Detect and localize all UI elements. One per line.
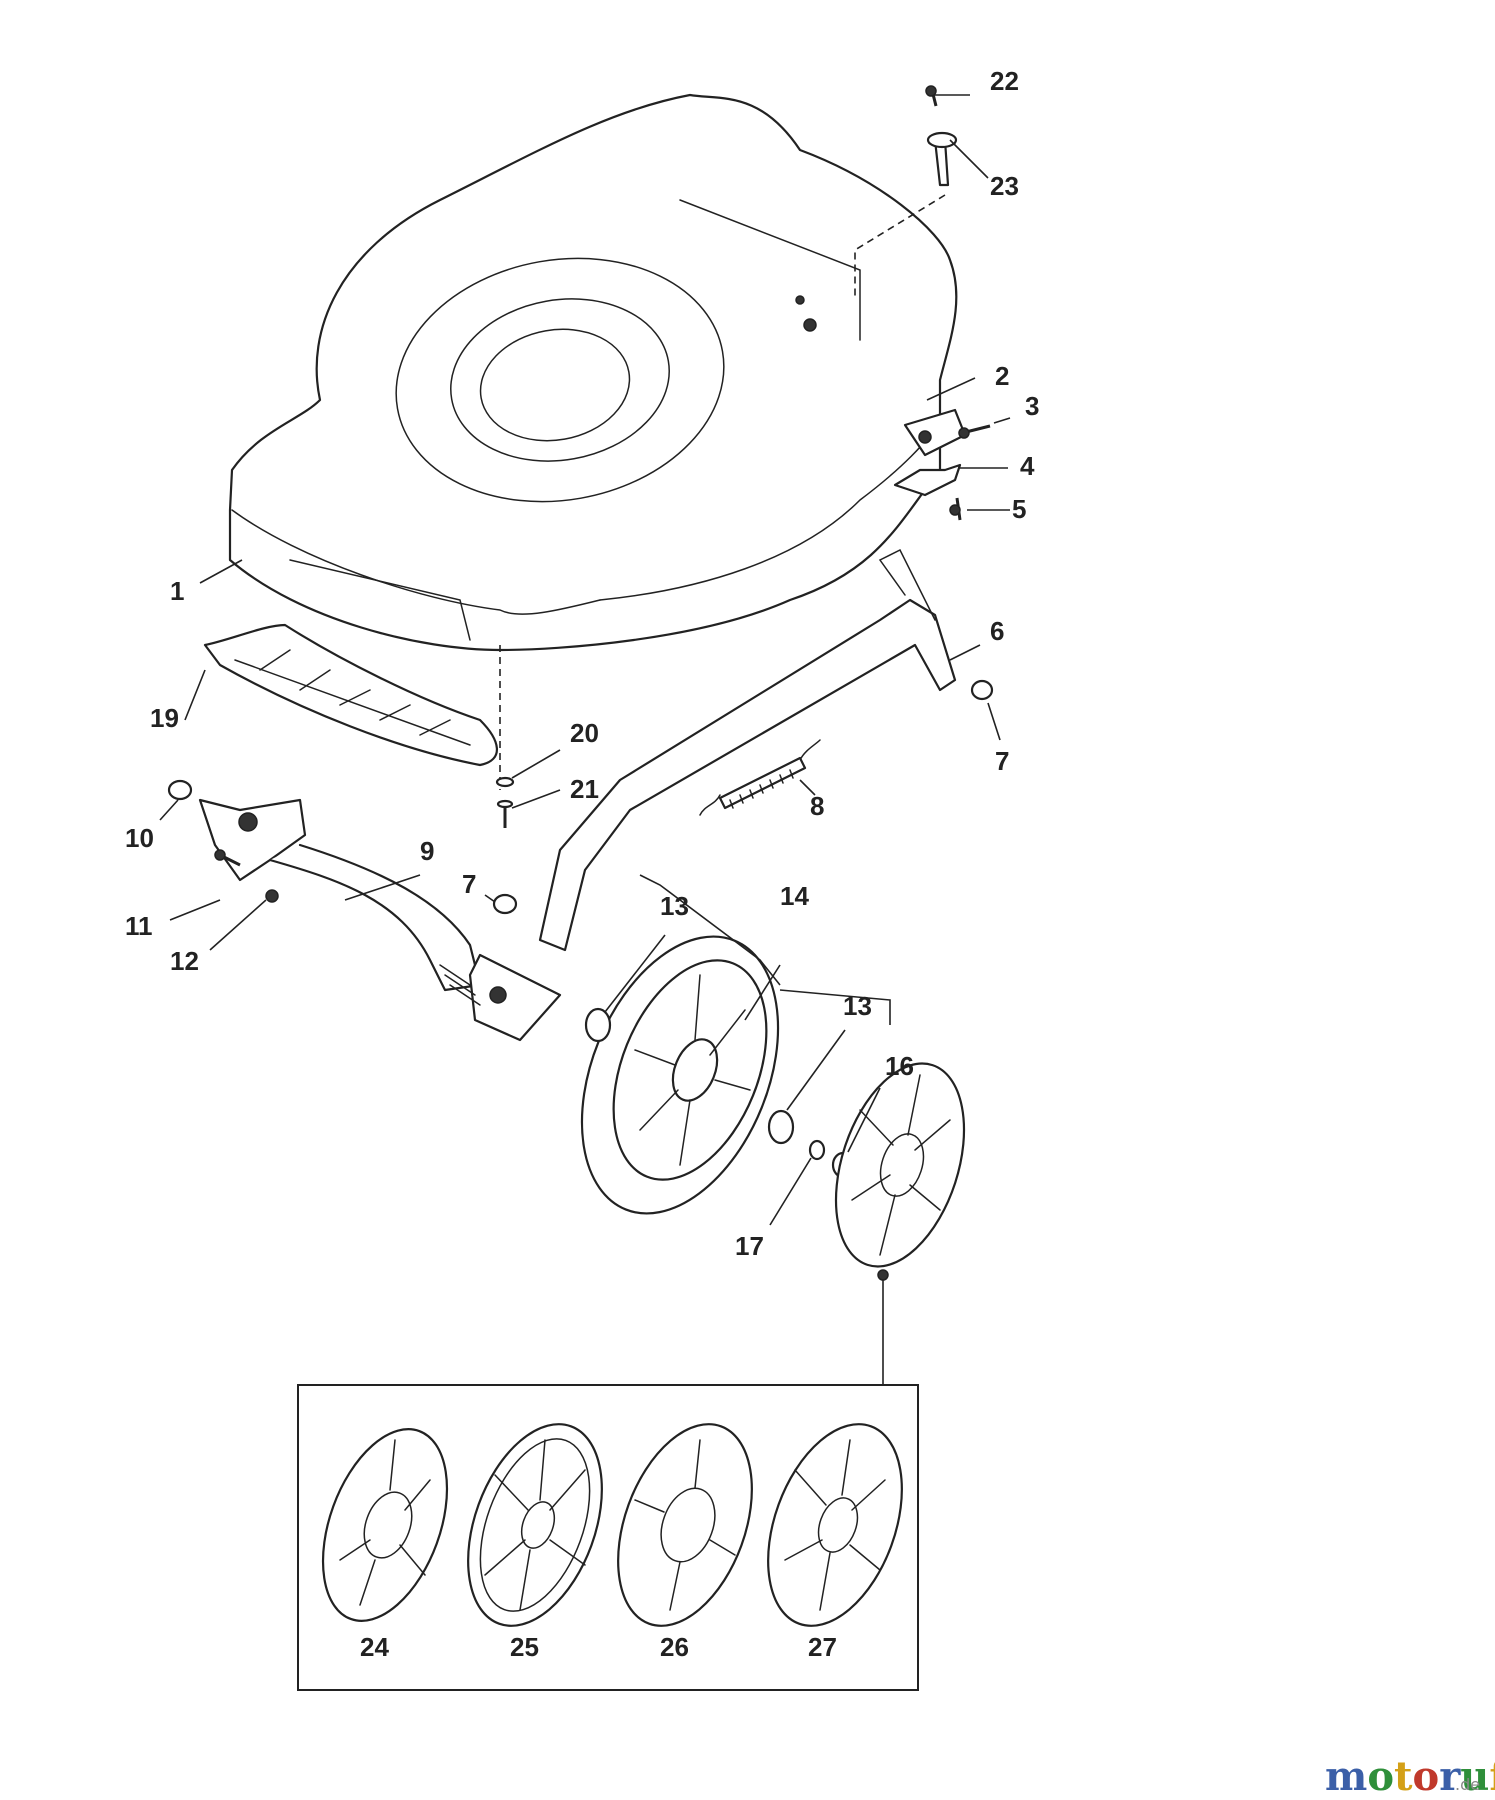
mower-deck	[228, 93, 958, 652]
label-26: 26	[660, 1632, 689, 1662]
baffle-19	[203, 623, 498, 767]
hub-cap	[834, 1062, 966, 1268]
label-5: 5	[1012, 494, 1026, 524]
label-12: 12	[170, 946, 199, 976]
label-21: 21	[570, 774, 599, 804]
label-10: 10	[125, 823, 154, 853]
label-23: 23	[990, 171, 1019, 201]
hubcap-variant-25	[467, 1423, 603, 1627]
label-25: 25	[510, 1632, 539, 1662]
label-7-left: 7	[462, 869, 476, 899]
wheel-14	[580, 935, 780, 1215]
bolt-11	[214, 849, 241, 867]
label-14: 14	[780, 881, 809, 911]
label-11: 11	[125, 911, 153, 941]
bolt-21	[496, 799, 514, 828]
washer-17	[808, 1139, 826, 1161]
label-27: 27	[808, 1632, 837, 1662]
bracket-2	[903, 408, 967, 457]
screw-5	[949, 497, 962, 521]
leader-lines	[159, 94, 1011, 1385]
label-1: 1	[170, 576, 184, 606]
label-17: 17	[735, 1231, 764, 1261]
watermark-logo: motoruf .de	[1325, 1753, 1495, 1800]
label-20: 20	[570, 718, 599, 748]
label-16: 16	[885, 1051, 914, 1081]
spring-8	[699, 739, 821, 816]
label-24: 24	[360, 1632, 389, 1662]
watermark-suffix: .de	[1455, 1775, 1480, 1794]
height-lever-6	[538, 548, 957, 952]
screw-22	[925, 85, 938, 107]
pin-23	[926, 131, 958, 187]
label-9: 9	[420, 836, 434, 866]
label-8: 8	[810, 791, 824, 821]
hubcap-variants-box	[297, 1384, 919, 1691]
nut-12	[265, 889, 279, 903]
nut-7-right	[970, 679, 994, 701]
label-3: 3	[1025, 391, 1039, 421]
label-13-bottom: 13	[843, 991, 872, 1021]
label-4: 4	[1020, 451, 1035, 481]
hubcap-variant-27	[767, 1423, 903, 1627]
clip-4	[893, 463, 962, 497]
label-13-top: 13	[660, 891, 689, 921]
part-labels: 1 2 3 4 5 6 7 8 9 10 11 12 7 13 13 14 16…	[125, 66, 1039, 1662]
bearing-13-outer	[767, 1109, 795, 1145]
hubcap-variant-26	[617, 1423, 753, 1627]
bearing-13-inner	[584, 1007, 612, 1043]
label-6: 6	[990, 616, 1004, 646]
label-22: 22	[990, 66, 1019, 96]
dash-line-23	[854, 194, 946, 300]
label-19: 19	[150, 703, 179, 733]
screw-3	[958, 424, 991, 439]
nut-7-left	[492, 893, 518, 915]
nut-10	[167, 779, 193, 801]
watermark-brand: motoruf	[1325, 1753, 1495, 1800]
washer-20	[495, 776, 515, 788]
hubcap-variant-24	[321, 1428, 449, 1622]
front-axle-9	[198, 798, 562, 1042]
label-2: 2	[995, 361, 1009, 391]
label-7-right: 7	[995, 746, 1009, 776]
